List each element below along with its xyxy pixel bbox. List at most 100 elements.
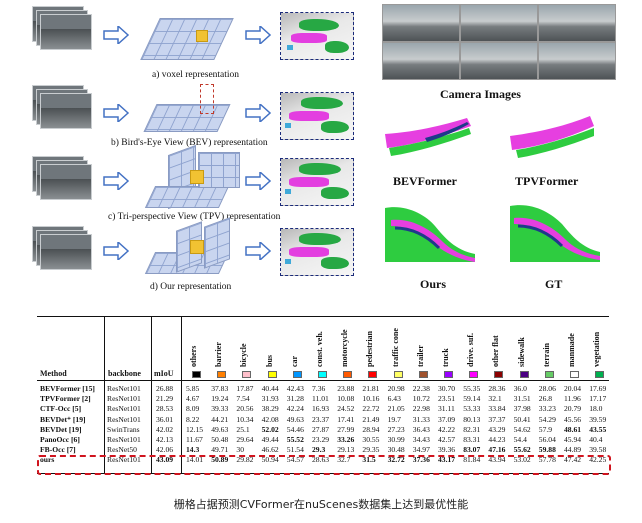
value-cell: 18.0 <box>589 404 603 414</box>
value-cell: 45.56 <box>564 414 582 424</box>
value-cell: 43.17 <box>438 455 456 465</box>
value-cell: 54.57 <box>286 455 304 465</box>
class-header: car <box>289 355 299 367</box>
value-cell: 21.49 <box>362 414 380 424</box>
backbone-header: backbone <box>108 369 141 378</box>
class-header: barrier <box>214 342 224 367</box>
value-cell: 31.51 <box>513 394 531 404</box>
arrow-right-icon <box>103 172 129 190</box>
value-cell: 12.15 <box>186 424 204 434</box>
value-cell: 29.64 <box>236 435 254 444</box>
value-cell: 27.87 <box>312 424 330 434</box>
value-cell: 83.07 <box>463 445 481 455</box>
camera-image <box>538 42 616 80</box>
value-cell: 36.43 <box>412 424 430 434</box>
class-header: const. veh. <box>315 331 324 367</box>
bevformer-label: BEVFormer <box>393 174 457 188</box>
value-cell: 28.94 <box>362 424 380 434</box>
value-cell: 39.59 <box>589 414 607 424</box>
class-color-swatch <box>418 371 428 378</box>
value-cell: 42.08 <box>261 414 279 424</box>
value-cell: 53.33 <box>463 404 481 414</box>
value-cell: 30.55 <box>362 435 380 444</box>
value-cell: 29.35 <box>362 445 380 455</box>
table-vrule <box>151 316 152 473</box>
camera-image <box>460 4 538 42</box>
value-cell: 37.98 <box>513 404 531 414</box>
miou-header: mIoU <box>154 369 174 378</box>
value-cell: 52.02 <box>261 424 279 434</box>
class-color-swatch <box>192 371 201 378</box>
value-cell: 23.88 <box>337 384 355 393</box>
value-cell: 48.61 <box>564 424 582 434</box>
value-cell: 42.57 <box>438 435 456 444</box>
camera-thumbnail <box>40 93 92 129</box>
class-header: truck <box>441 348 450 367</box>
method-cell: BEVFormer [15] <box>40 384 95 393</box>
value-cell: 24.52 <box>337 404 355 414</box>
value-cell: 20.04 <box>564 384 582 393</box>
occupancy-output <box>280 228 354 276</box>
miou-cell: 28.53 <box>156 404 174 414</box>
value-cell: 32.1 <box>488 394 502 404</box>
method-cell: BEVDet [19] <box>40 424 82 434</box>
value-cell: 40.44 <box>261 384 279 393</box>
class-header: bicycle <box>239 343 249 367</box>
value-cell: 21.05 <box>387 404 405 414</box>
class-color-swatch <box>469 371 479 378</box>
value-cell: 54.4 <box>513 435 527 444</box>
value-cell: 17.17 <box>589 394 607 404</box>
value-cell: 50.94 <box>261 455 279 465</box>
value-cell: 19.7 <box>387 414 401 424</box>
class-header: bus <box>264 354 274 367</box>
class-color-swatch <box>570 371 579 378</box>
backbone-cell: SwinTrans <box>107 424 140 434</box>
value-cell: 33.84 <box>488 404 506 414</box>
value-cell: 26.8 <box>538 394 553 404</box>
method-cell: CTF-Occ [5] <box>40 404 82 414</box>
value-cell: 4.67 <box>186 394 200 404</box>
value-cell: 7.36 <box>312 384 326 393</box>
value-cell: 10.34 <box>236 414 254 424</box>
arrow-right-icon <box>245 172 271 190</box>
value-cell: 33.26 <box>337 435 355 444</box>
gt-label: GT <box>545 277 563 291</box>
miou-cell: 26.88 <box>156 384 174 393</box>
value-cell: 28.63 <box>312 455 330 465</box>
value-cell: 25.1 <box>236 424 250 434</box>
backbone-cell: ResNet101 <box>107 414 141 424</box>
value-cell: 39.33 <box>211 404 229 414</box>
method-cell: FB-Occ [7] <box>40 445 76 455</box>
value-cell: 23.29 <box>312 435 330 444</box>
value-cell: 54.29 <box>538 414 556 424</box>
ours-cube <box>190 240 204 254</box>
class-header: manmade <box>567 333 576 367</box>
value-cell: 17.41 <box>337 414 355 424</box>
value-cell: 34.97 <box>412 445 430 455</box>
class-color-swatch <box>368 371 378 378</box>
value-cell: 23.51 <box>438 394 456 404</box>
miou-cell: 42.13 <box>156 435 174 444</box>
backbone-cell: ResNet50 <box>107 445 137 455</box>
camera-image <box>460 42 538 80</box>
value-cell: 31.28 <box>286 394 304 404</box>
bev-plane <box>143 104 231 132</box>
value-cell: 42.22 <box>438 424 456 434</box>
arrow-right-icon <box>245 242 271 260</box>
camera-image <box>382 4 460 42</box>
value-cell: 43.55 <box>589 424 607 434</box>
class-color-swatch <box>393 371 403 378</box>
method-cell: ours <box>40 455 55 465</box>
value-cell: 10.08 <box>337 394 355 404</box>
value-cell: 56.04 <box>538 435 556 444</box>
value-cell: 46.62 <box>261 445 279 455</box>
value-cell: 27.23 <box>387 424 405 434</box>
tpv-front-plane <box>198 152 240 188</box>
value-cell: 7.54 <box>236 394 250 404</box>
value-cell: 28.36 <box>488 384 506 393</box>
camera-image <box>538 4 616 42</box>
value-cell: 49.71 <box>211 445 229 455</box>
class-color-swatch <box>292 371 302 378</box>
value-cell: 27.99 <box>337 424 355 434</box>
class-color-swatch <box>519 371 529 378</box>
